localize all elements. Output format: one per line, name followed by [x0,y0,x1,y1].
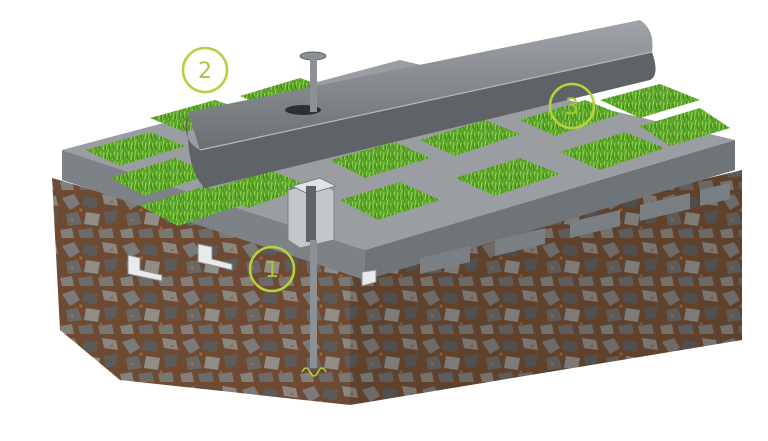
ground-spike [299,51,327,377]
soil-gravel-block [52,170,742,405]
callout-3: 3 [548,82,596,130]
callout-3-number: 3 [565,95,579,120]
callout-1-number: 1 [265,258,279,283]
callout-2: 2 [181,46,229,94]
anchor-sleeve [287,177,338,249]
curb-beam [185,20,656,188]
callout-1: 1 [248,245,296,293]
callout-2-number: 2 [198,59,212,84]
